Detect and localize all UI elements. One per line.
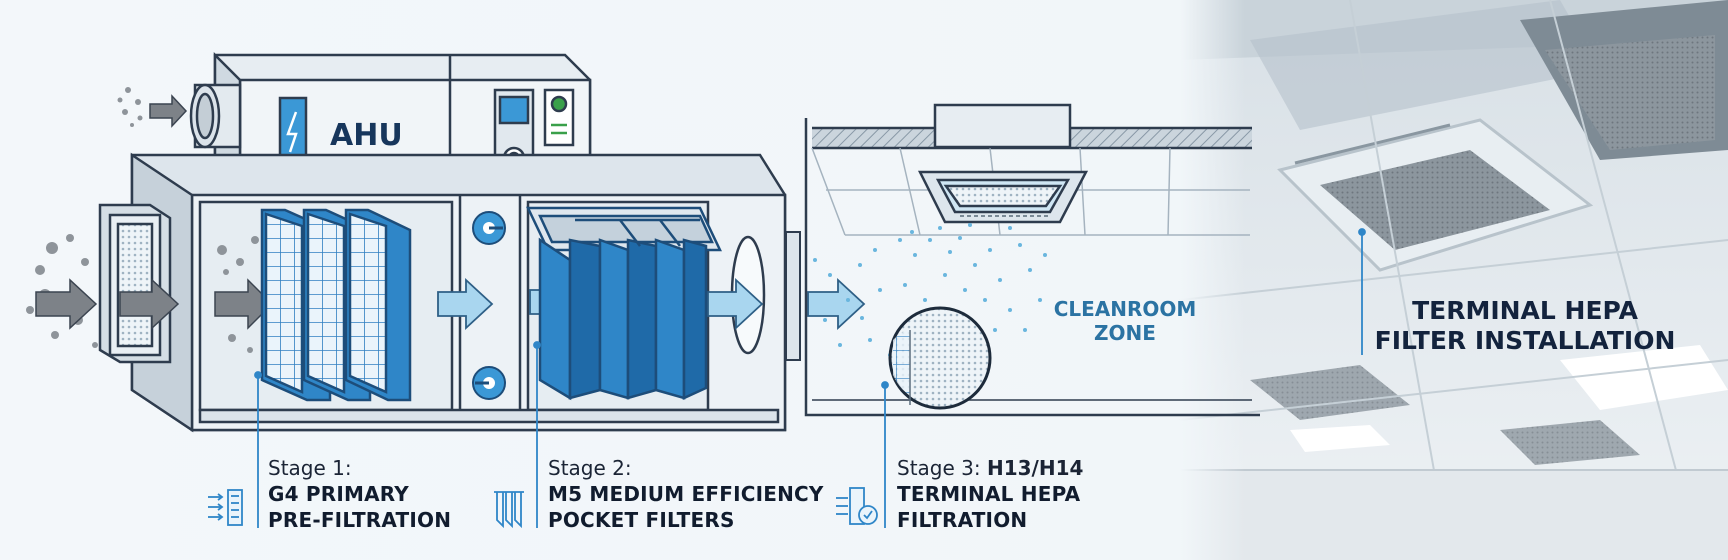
pocket-filter-icon bbox=[494, 491, 524, 529]
inlet-prefilter-frame bbox=[98, 203, 172, 364]
stage-2-prefix: Stage 2: bbox=[548, 456, 632, 480]
hepa-filter-icon bbox=[836, 487, 878, 525]
stage-3-prefix: Stage 3: bbox=[897, 456, 987, 480]
stage-1-line-2: PRE-FILTRATION bbox=[268, 508, 452, 532]
stage-3-heading: Stage 3: H13/H14 bbox=[897, 455, 1083, 481]
stage-1-label: Stage 1: G4 PRIMARY PRE-FILTRATION bbox=[268, 455, 451, 533]
stage-1-prefix: Stage 1: bbox=[268, 456, 352, 480]
stage-3-label: Stage 3: H13/H14 TERMINAL HEPA FILTRATIO… bbox=[897, 455, 1083, 533]
intake-arrow bbox=[149, 94, 188, 128]
fan-icons bbox=[472, 211, 506, 400]
leader-lines bbox=[254, 228, 1366, 528]
cleanroom-zone-line-1: CLEANROOM bbox=[1053, 297, 1197, 321]
duct-flange bbox=[785, 231, 801, 361]
terminal-hepa-line-1: TERMINAL HEPA bbox=[1412, 296, 1638, 325]
stage-3-line-2: FILTRATION bbox=[897, 508, 1028, 532]
stage-3-line-1: TERMINAL HEPA bbox=[897, 482, 1081, 506]
stage-1-line-1: G4 PRIMARY bbox=[268, 482, 409, 506]
hepa-magnifier bbox=[888, 306, 992, 410]
stage-3-class: H13/H14 bbox=[986, 456, 1084, 480]
dirty-air-arrows bbox=[35, 278, 274, 330]
ceiling-photo bbox=[1179, 0, 1728, 560]
stage-2-line-1: M5 MEDIUM EFFICIENCY bbox=[548, 482, 824, 506]
stage-2-line-2: POCKET FILTERS bbox=[548, 508, 735, 532]
cleanroom-zone-line-2: ZONE bbox=[1094, 321, 1156, 345]
terminal-hepa-title: TERMINAL HEPA FILTER INSTALLATION bbox=[1360, 296, 1690, 356]
ahu-label: AHU bbox=[330, 118, 403, 153]
g4-panel-filters bbox=[260, 208, 412, 402]
terminal-hepa-line-2: FILTER INSTALLATION bbox=[1374, 326, 1676, 355]
m5-pocket-filters bbox=[526, 206, 722, 401]
cleanroom-zone-label: CLEANROOM ZONE bbox=[1050, 297, 1200, 345]
stage-2-label: Stage 2: M5 MEDIUM EFFICIENCY POCKET FIL… bbox=[548, 455, 824, 533]
prefilter-icon bbox=[208, 489, 243, 526]
clean-air-dispersion bbox=[813, 223, 1047, 357]
